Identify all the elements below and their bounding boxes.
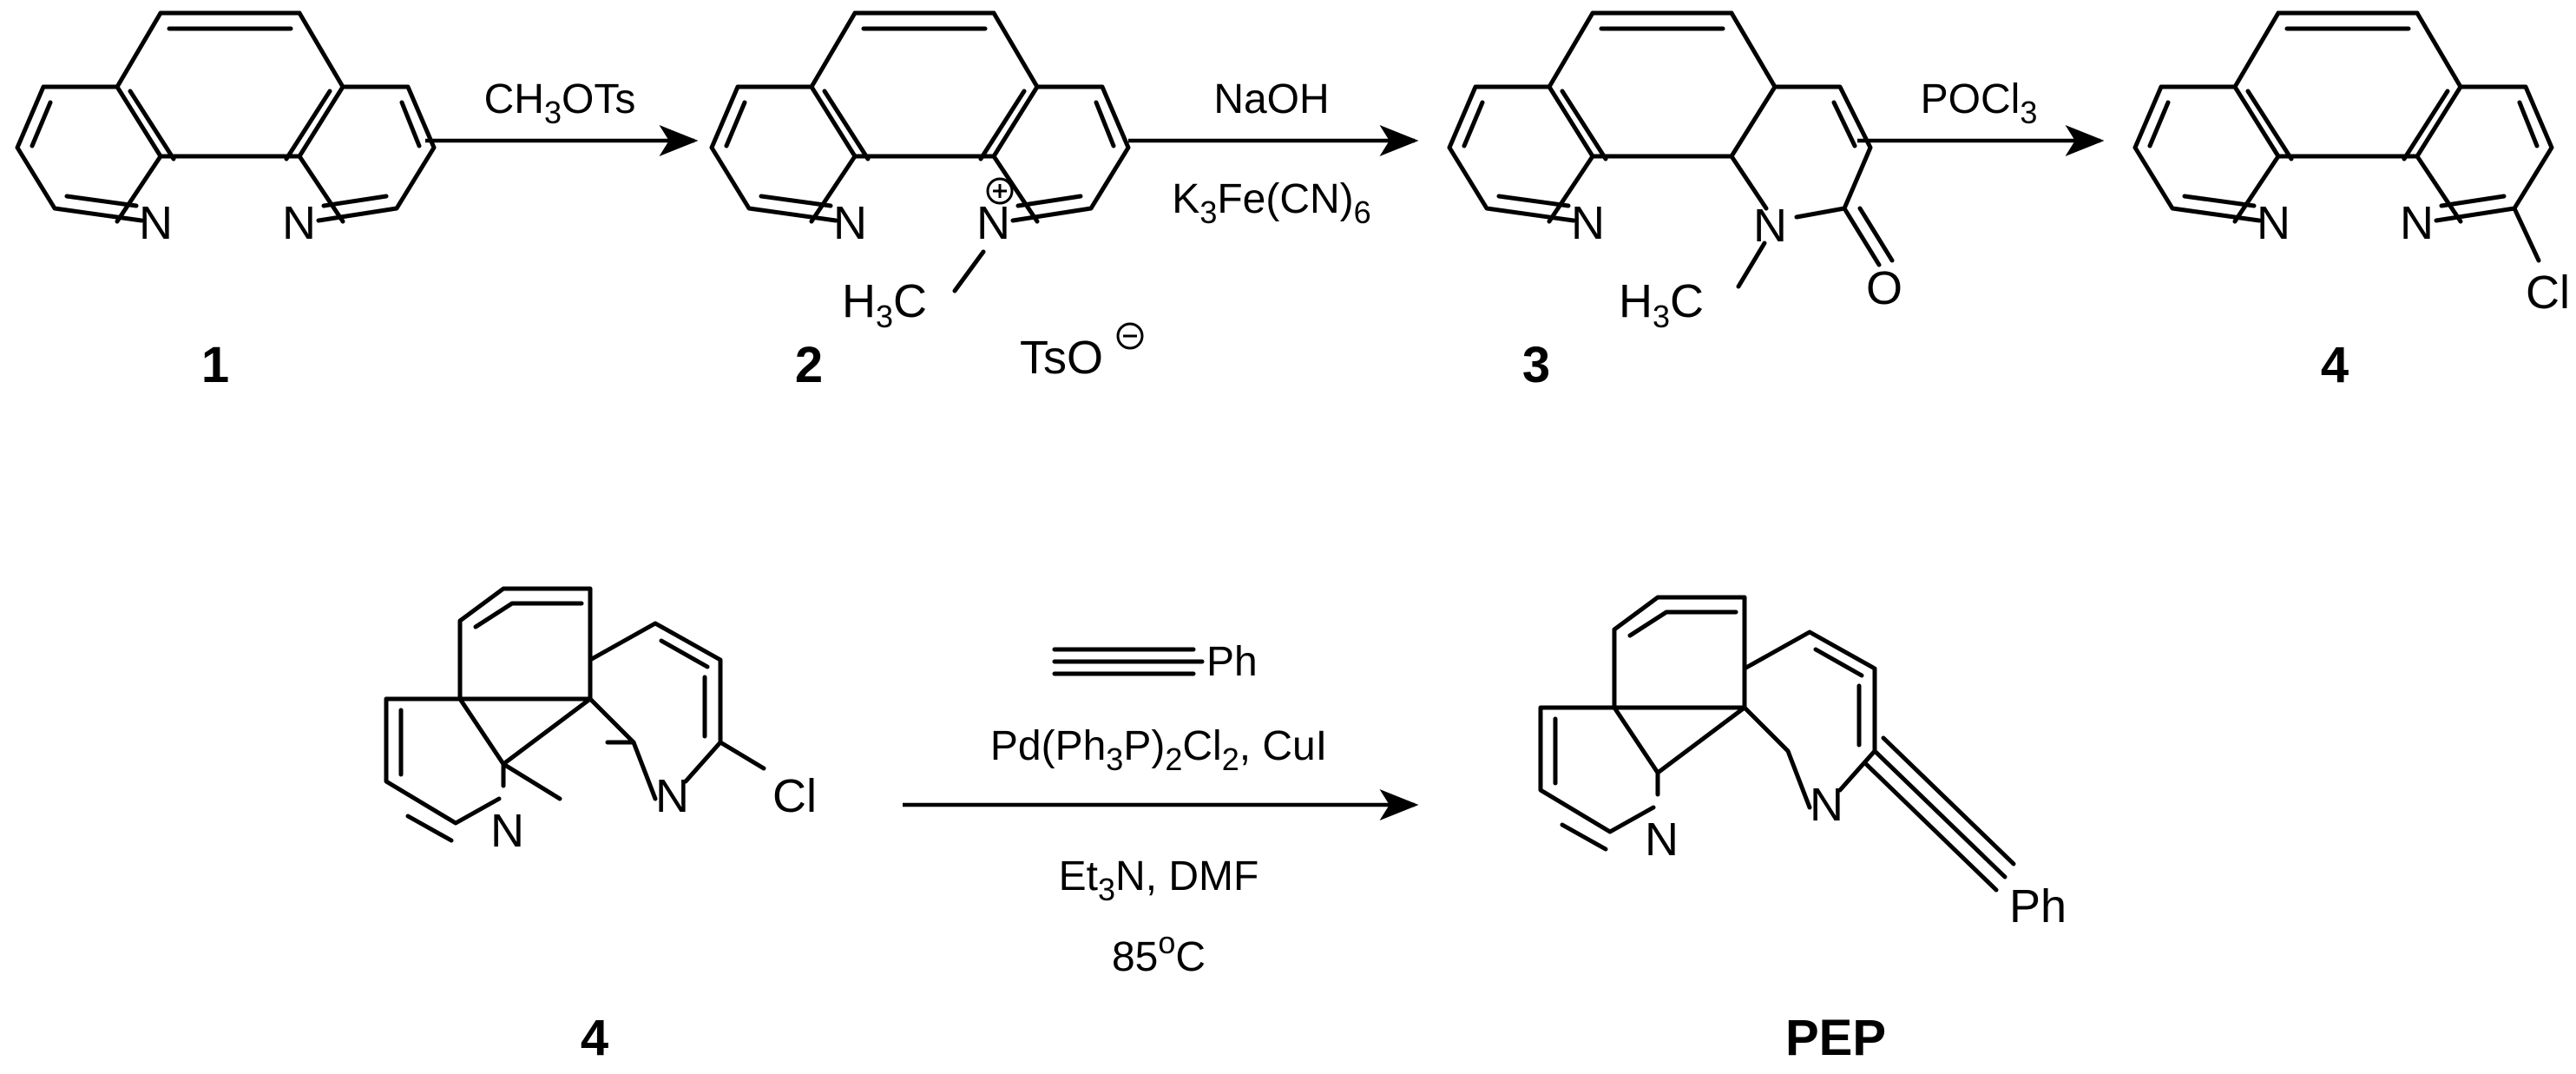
compound-2-structure: N N H3C bbox=[712, 13, 1128, 334]
compound-4-chlorine: Cl bbox=[2526, 267, 2570, 319]
compound-2-n-left: N bbox=[833, 197, 867, 249]
compound-2-n-right: N bbox=[976, 197, 1010, 249]
compound-4b-chlorine: Cl bbox=[772, 770, 817, 822]
compound-3-n-right: N bbox=[1753, 200, 1787, 252]
reagent-catalyst: Pd(Ph3P)2Cl2, CuI bbox=[990, 723, 1327, 777]
compound-4-n-right: N bbox=[2400, 197, 2434, 249]
compound-4b-clean: N N Cl bbox=[384, 586, 817, 857]
reagent-step2-top: NaOH bbox=[1213, 76, 1329, 122]
compound-4-label: 4 bbox=[2321, 337, 2349, 393]
reagent-step3: POCl3 bbox=[1921, 76, 2038, 130]
compound-4-n-left: N bbox=[2257, 197, 2290, 249]
reagent-step2-bottom: K3Fe(CN)6 bbox=[1172, 176, 1370, 230]
compound-1-structure: N N bbox=[17, 13, 434, 249]
pep-n-right: N bbox=[1810, 779, 1843, 831]
compound-3-label: 3 bbox=[1522, 337, 1550, 393]
compound-pep-label: PEP bbox=[1785, 1010, 1886, 1066]
reagent-step1: CH3OTs bbox=[484, 76, 636, 130]
compound-1-label: 1 bbox=[201, 337, 229, 393]
compound-pep-structure: N N Ph bbox=[1538, 595, 2067, 932]
compound-2-label: 2 bbox=[795, 337, 823, 393]
reagent-base-solvent: Et3N, DMF bbox=[1059, 853, 1259, 907]
compound-1-n-right: N bbox=[282, 197, 316, 249]
reagent-alkyne-ph: Ph bbox=[1206, 639, 1258, 685]
reagent-temperature: 85oC bbox=[1112, 925, 1206, 980]
compound-3-structure: N N O H3C bbox=[1447, 10, 1902, 334]
compound-3-methyl: H3C bbox=[1619, 275, 1704, 334]
compound-4b-n-right: N bbox=[655, 770, 689, 822]
compound-4b-label: 4 bbox=[581, 1010, 608, 1066]
compound-4b-n-bottom: N bbox=[490, 805, 524, 857]
phenylacetylene-reagent: Ph bbox=[1052, 639, 1258, 685]
compound-1-n-left: N bbox=[139, 197, 173, 249]
pep-n-bottom: N bbox=[1645, 814, 1679, 866]
pep-phenyl: Ph bbox=[2009, 880, 2067, 932]
compound-2-methyl: H3C bbox=[842, 275, 927, 334]
compound-4-structure: N N Cl bbox=[2135, 13, 2570, 319]
compound-3-oxygen: O bbox=[1866, 262, 1902, 314]
compound-3-n-left: N bbox=[1571, 197, 1605, 249]
counterion: TsO bbox=[1020, 332, 1103, 384]
